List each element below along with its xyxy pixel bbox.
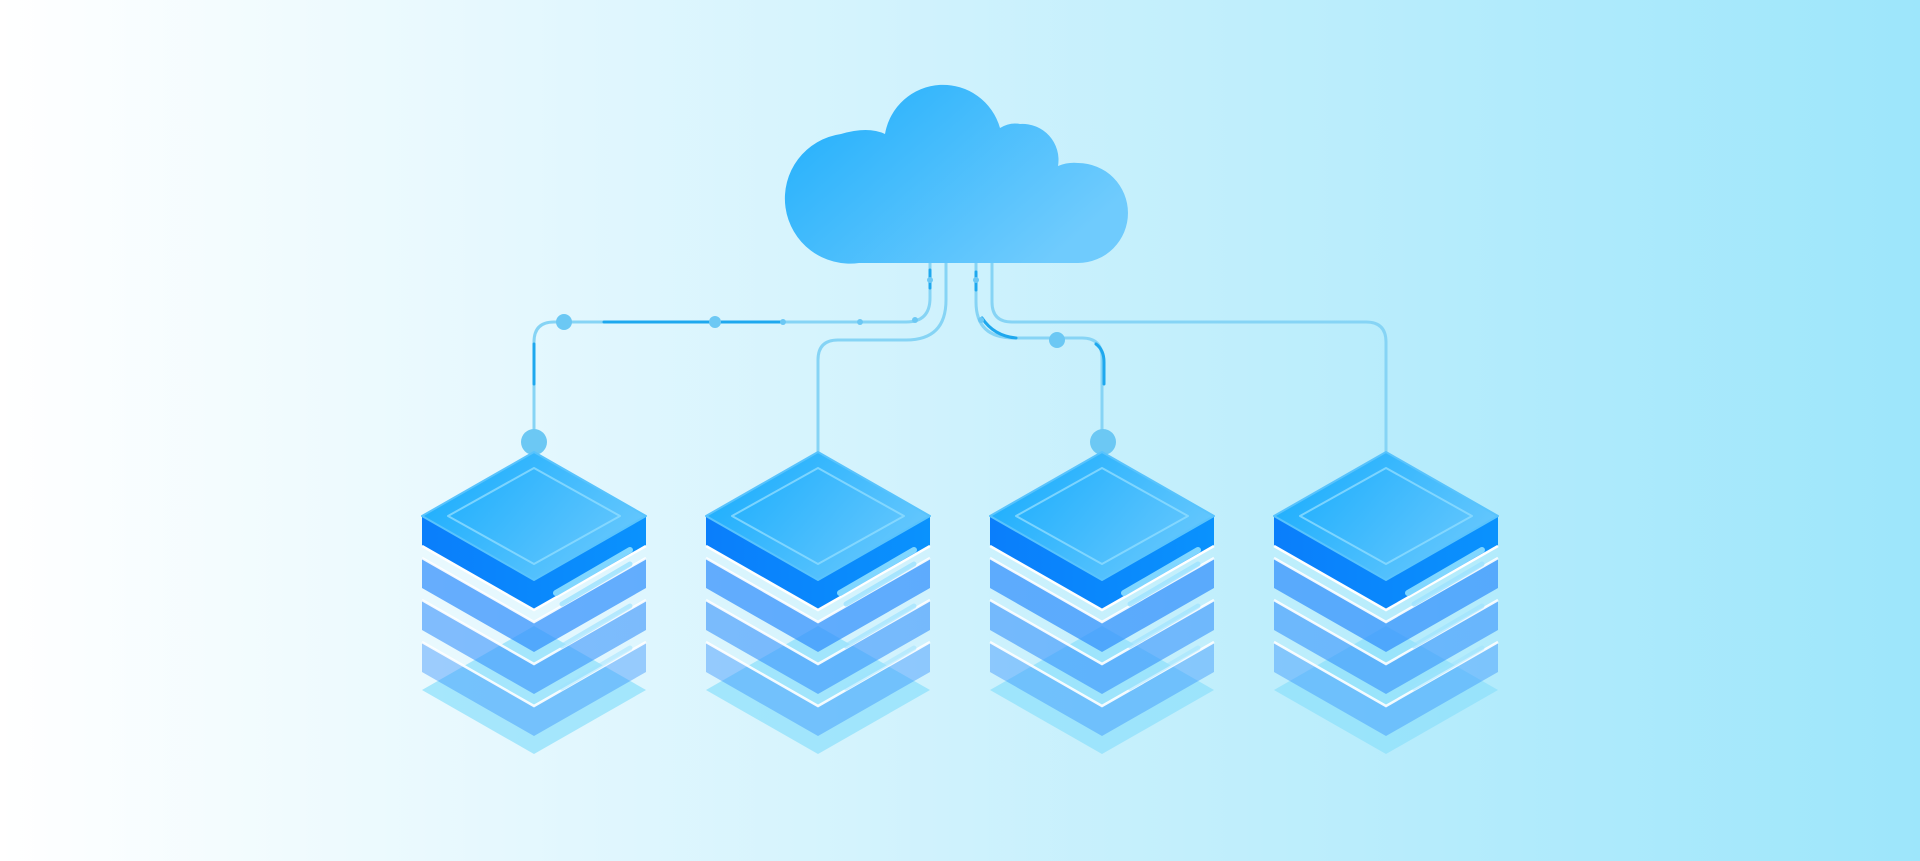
server-top-inset xyxy=(731,467,905,565)
node-dot-icon xyxy=(709,316,721,328)
server-top-slot xyxy=(1405,547,1485,596)
node-dot-icon xyxy=(927,277,933,283)
server-layer-side xyxy=(1274,600,1498,694)
node-dot-icon xyxy=(857,319,863,325)
server-layer-edge xyxy=(1273,640,1499,708)
server-stack-icon xyxy=(421,451,647,754)
server-top-edge xyxy=(1273,544,1499,612)
node-dot-icon xyxy=(973,277,979,283)
node-dot-icon xyxy=(556,314,572,330)
server-top-face xyxy=(989,451,1215,581)
server-top-side xyxy=(990,516,1214,610)
server-top-edge xyxy=(989,544,1215,612)
node-dot-icon xyxy=(978,317,984,323)
server-layer-side xyxy=(706,558,930,652)
server-top-inset xyxy=(1299,467,1473,565)
server-stacks xyxy=(421,451,1499,754)
server-top-slot xyxy=(553,547,633,596)
server-top-side xyxy=(706,516,930,610)
node-dot-icon xyxy=(1049,332,1065,348)
server-top-inset xyxy=(447,467,621,565)
node-dot-icon xyxy=(780,319,786,325)
server-layer-slot xyxy=(1127,645,1201,691)
server-layer-slot xyxy=(843,603,917,649)
node-dot-icon xyxy=(521,429,547,455)
server-stack-icon xyxy=(705,451,931,754)
server-layer-slot xyxy=(843,645,917,691)
server-layer-slot xyxy=(1411,561,1485,607)
server-stack-icon xyxy=(1273,451,1499,754)
connection-line-4 xyxy=(990,260,1388,454)
server-layer-side xyxy=(422,600,646,694)
server-top-inset xyxy=(1015,467,1189,565)
server-stack-icon xyxy=(989,451,1215,754)
server-layer-edge xyxy=(705,640,931,708)
server-top-face xyxy=(705,451,931,581)
server-top-edge xyxy=(705,544,931,612)
server-layer-edge xyxy=(421,640,647,708)
server-top-slot xyxy=(1121,547,1201,596)
server-layer-slot xyxy=(559,645,633,691)
server-layer-slot xyxy=(559,561,633,607)
server-layer-side xyxy=(706,600,930,694)
server-top-slot xyxy=(837,547,917,596)
server-top-side xyxy=(1274,516,1498,610)
server-layer-side xyxy=(990,600,1214,694)
server-layer-side xyxy=(422,642,646,736)
server-layer-slot xyxy=(1127,603,1201,649)
node-dot-icon xyxy=(1090,429,1116,455)
node-dot-icon xyxy=(912,317,918,323)
connection-line-2 xyxy=(816,260,948,454)
server-top-edge xyxy=(421,544,647,612)
server-top-face xyxy=(421,451,647,581)
connection-lines xyxy=(532,260,1388,454)
server-layer-side xyxy=(1274,558,1498,652)
server-top-face xyxy=(1273,451,1499,581)
server-layer-side xyxy=(1274,642,1498,736)
server-layer-side xyxy=(706,642,930,736)
server-layer-side xyxy=(990,642,1214,736)
connection-dots xyxy=(521,277,1116,455)
server-layer-slot xyxy=(843,561,917,607)
server-layer-slot xyxy=(559,603,633,649)
server-layer-side xyxy=(990,558,1214,652)
cloud-icon xyxy=(784,84,1128,264)
server-layer-edge xyxy=(989,640,1215,708)
server-layer-slot xyxy=(1127,561,1201,607)
server-layer-side xyxy=(422,558,646,652)
server-top-side xyxy=(422,516,646,610)
server-layer-slot xyxy=(1411,603,1485,649)
server-layer-slot xyxy=(1411,645,1485,691)
